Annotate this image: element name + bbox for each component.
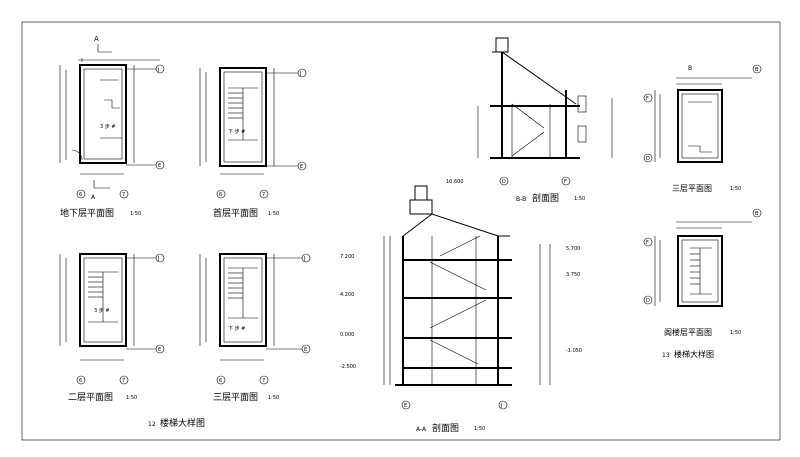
svg-text:6: 6 [79, 378, 82, 384]
third-plan-right: F D B B 三层平面图 1:50 [643, 64, 762, 193]
svg-text:7: 7 [262, 192, 265, 198]
svg-text:1:50: 1:50 [574, 196, 585, 202]
svg-text:D: D [646, 156, 650, 162]
svg-text:1:50: 1:50 [126, 395, 137, 401]
svg-text:E: E [158, 347, 161, 353]
svg-text:E: E [404, 403, 407, 409]
svg-text:B: B [755, 211, 759, 217]
svg-text:E: E [304, 347, 307, 353]
svg-text:5.700: 5.700 [566, 246, 580, 252]
svg-text:12: 12 [148, 421, 156, 428]
svg-text:B-B: B-B [516, 196, 526, 203]
svg-text:-1.050: -1.050 [566, 348, 582, 354]
svg-text:1:50: 1:50 [130, 211, 141, 217]
svg-text:1:50: 1:50 [730, 330, 741, 336]
section-mark-top: A [94, 35, 99, 43]
svg-text:10.600: 10.600 [446, 179, 464, 185]
loft-plan: F D B 阁楼层平面图 1:50 [643, 208, 762, 337]
left-group-title: 楼梯大样图 [160, 417, 205, 429]
svg-text:A-A: A-A [416, 426, 427, 433]
basement-plan: A 3 步 # J E 6 7 A 地下层平面图 1:50 [59, 35, 165, 219]
bb-section: D F B-B 剖面图 1:50 [477, 37, 613, 204]
basement-plan-title: 地下层平面图 [60, 207, 114, 219]
svg-text:F: F [646, 240, 649, 246]
third-plan-title: 三层平面图 [213, 392, 258, 403]
svg-text:1:50: 1:50 [268, 211, 279, 217]
svg-text:7: 7 [122, 378, 125, 384]
aa-section-title: 剖面图 [432, 422, 459, 434]
svg-text:-2.500: -2.500 [340, 364, 356, 370]
svg-text:6: 6 [219, 192, 222, 198]
right-group-title: 楼梯大样图 [674, 349, 714, 359]
svg-text:D: D [502, 179, 506, 185]
svg-text:B: B [755, 67, 759, 73]
basement-room-label: 3 步 # [100, 124, 116, 130]
second-plan: 3 步 # J E 6 7 二层平面图 1:50 [59, 253, 165, 403]
svg-text:13: 13 [662, 352, 670, 359]
svg-text:0.000: 0.000 [340, 332, 354, 338]
svg-text:E: E [158, 163, 161, 169]
svg-text:J: J [303, 256, 305, 262]
svg-text:B: B [688, 65, 692, 72]
ground-plan: 下 步 # J E 6 7 首层平面图 1:50 [199, 67, 307, 219]
svg-text:6: 6 [219, 378, 222, 384]
loft-plan-title: 阁楼层平面图 [664, 327, 712, 337]
svg-text:J: J [157, 256, 159, 262]
sheet-border [21, 21, 781, 441]
svg-text:7: 7 [122, 192, 125, 198]
svg-text:J: J [157, 67, 159, 73]
bb-section-title: 剖面图 [532, 192, 559, 204]
svg-text:F: F [646, 96, 649, 102]
third-plan-left: 下 步 # J E 6 7 三层平面图 1:50 [199, 253, 311, 403]
svg-text:J: J [299, 71, 301, 77]
svg-text:1:50: 1:50 [730, 186, 741, 192]
ground-plan-title: 首层平面图 [213, 207, 258, 219]
second-room-label: 3 步 # [94, 308, 110, 314]
third-room-label: 下 步 # [228, 326, 245, 332]
svg-text:F: F [564, 179, 567, 185]
svg-text:1:50: 1:50 [474, 426, 485, 432]
svg-text:6: 6 [79, 192, 82, 198]
svg-text:7.200: 7.200 [340, 254, 354, 260]
svg-text:7: 7 [262, 378, 265, 384]
svg-text:D: D [646, 298, 650, 304]
svg-text:1:50: 1:50 [268, 395, 279, 401]
ground-room-label: 下 步 # [228, 129, 245, 135]
svg-text:J: J [500, 403, 502, 409]
svg-text:A: A [91, 194, 96, 201]
svg-text:4.200: 4.200 [340, 292, 354, 298]
svg-text:3.750: 3.750 [566, 272, 580, 278]
right-third-plan-title: 三层平面图 [672, 184, 712, 193]
svg-text:E: E [300, 164, 303, 170]
aa-section: 7.200 4.200 3.750 0.000 -1.050 -2.500 5.… [340, 179, 582, 434]
second-plan-title: 二层平面图 [68, 392, 113, 403]
